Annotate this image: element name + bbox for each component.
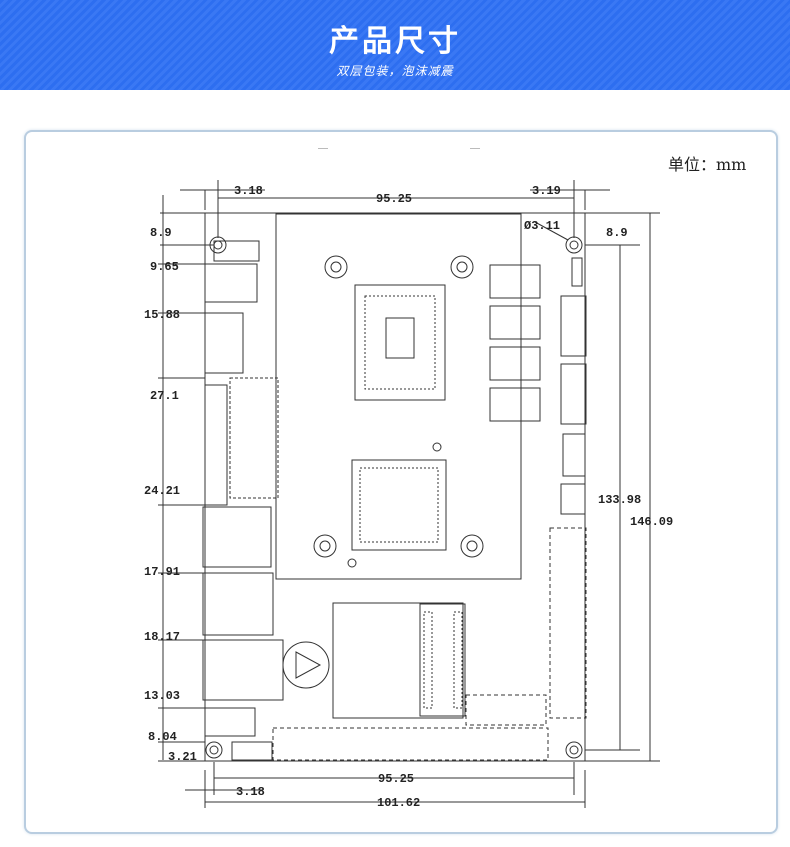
right-connector — [560, 483, 586, 515]
dim-left-stack-item: 8.04 — [148, 730, 177, 744]
dim-left-stack-item: 27.1 — [150, 389, 179, 403]
heatsink-screw — [460, 534, 484, 558]
dim-top-left-offset: 3.18 — [234, 184, 263, 198]
banner-title: 产品尺寸 — [329, 24, 461, 59]
banner-subtitle: 双层包装，泡沫减震 — [336, 64, 454, 78]
dim-left-stack-item: 24.21 — [144, 484, 180, 498]
frame-tick-mark — [318, 148, 328, 149]
usb-stack — [202, 572, 274, 636]
heatsink-screw — [450, 255, 474, 279]
lan-port — [202, 506, 272, 568]
heatsink-screw — [313, 534, 337, 558]
dim-left-stack-item: 18.17 — [144, 630, 180, 644]
right-header — [571, 257, 583, 287]
memory-chip — [489, 305, 541, 340]
mounting-hole — [205, 741, 223, 759]
unit-label: 单位：mm — [668, 155, 747, 174]
left-pin-header — [229, 377, 279, 499]
dim-left-top-hole: 8.9 — [150, 226, 172, 240]
dim-bottom-left-offset: 3.18 — [236, 785, 265, 799]
right-connector — [560, 363, 587, 425]
memory-chip — [489, 264, 541, 299]
mounting-hole — [565, 741, 583, 759]
vga-port — [204, 384, 228, 506]
pch-chip — [351, 459, 447, 551]
memory-chip — [489, 387, 541, 422]
dim-left-stack-item: 3.21 — [168, 750, 197, 764]
frame-tick-mark — [470, 148, 480, 149]
mounting-hole — [565, 236, 583, 254]
bottom-power-header — [231, 741, 273, 761]
buzzer-symbol — [282, 641, 330, 689]
board-outline — [204, 212, 586, 762]
left-connector — [204, 707, 256, 737]
header-banner: 产品尺寸 双层包装，泡沫减震 — [0, 0, 790, 90]
dim-left-stack-item: 13.03 — [144, 689, 180, 703]
left-header — [213, 240, 260, 262]
lan-port — [202, 639, 284, 701]
dim-hole-diameter: Ø3.11 — [524, 219, 560, 233]
right-connector — [560, 295, 587, 357]
dim-top-span: 95.25 — [376, 192, 412, 206]
dim-bottom-total-width: 101.62 — [377, 796, 420, 810]
dim-right-total-height: 146.09 — [630, 515, 673, 529]
dim-right-top-hole: 8.9 — [606, 226, 628, 240]
power-jack — [204, 263, 258, 303]
cpu-heatsink-area — [275, 213, 522, 580]
drawing-frame — [24, 130, 778, 834]
right-pin-header — [549, 527, 587, 719]
right-connector — [562, 433, 586, 477]
dim-left-stack-item: 17.91 — [144, 565, 180, 579]
dim-left-stack-item: 15.88 — [144, 308, 180, 322]
dim-left-stack-item: 9.65 — [150, 260, 179, 274]
dim-right-inner-height: 133.98 — [598, 493, 641, 507]
m2-module-area — [332, 602, 464, 719]
cpu-chip — [354, 284, 446, 401]
left-connector — [204, 312, 244, 374]
dim-top-right-offset: 3.19 — [532, 184, 561, 198]
dim-bottom-span: 95.25 — [378, 772, 414, 786]
memory-chip — [489, 346, 541, 381]
heatsink-screw — [324, 255, 348, 279]
bottom-pin-headers — [272, 727, 549, 761]
